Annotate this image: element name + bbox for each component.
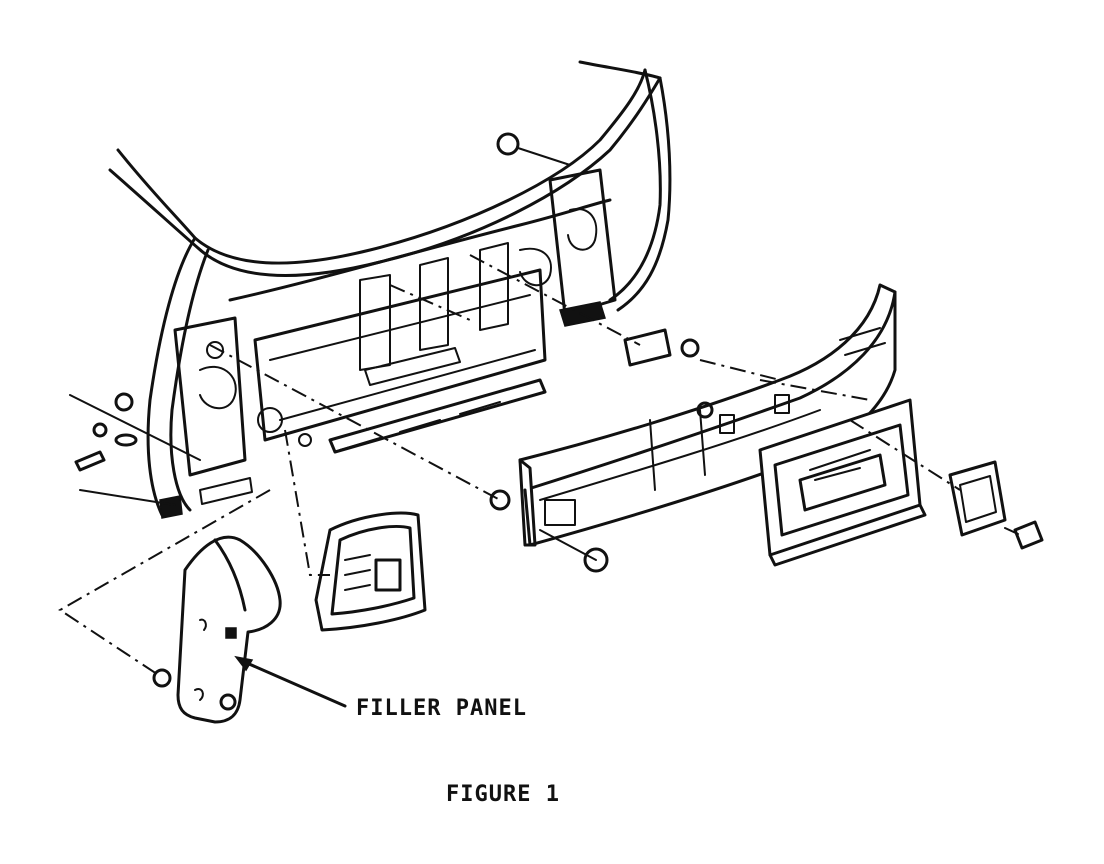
side-marker [948,460,1044,550]
rear-body-shell [108,60,672,519]
figure-caption: FIGURE 1 [446,782,560,807]
left-tail-lamp [314,511,427,632]
assembly-lines [58,254,961,677]
filler-panel-leader [234,655,347,708]
filler-panel-label: FILLER PANEL [356,696,527,721]
filler-panel-part [152,535,282,724]
left-fasteners [69,392,201,506]
center-bumper-bar [489,283,897,547]
brackets [539,328,700,573]
top-nut [496,132,571,166]
right-tail-lamp [758,398,927,567]
